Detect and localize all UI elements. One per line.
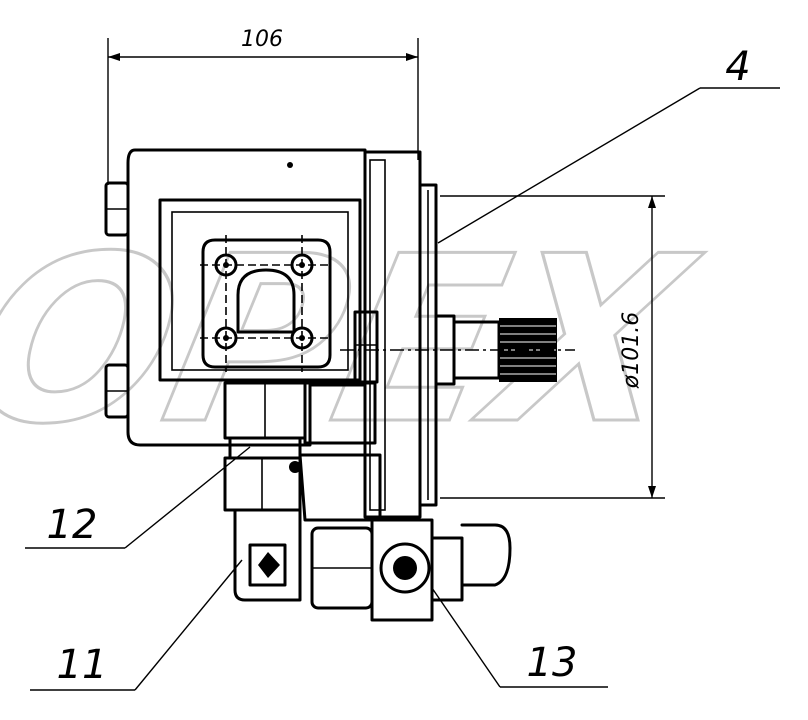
callout-4-label: 4 [725,44,750,90]
drive-shaft [340,314,575,386]
callout-12-label: 12 [47,502,98,548]
width-dimension: 106 [107,27,419,185]
diameter-dimension: ø101.6 [440,195,665,499]
callout-13-label: 13 [527,640,578,686]
callout-12: 12 [25,446,251,549]
callout-11: 11 [30,559,243,691]
callout-11-label: 11 [57,642,108,688]
four-bolt-plate [200,235,332,372]
callout-13: 13 [431,587,608,688]
diameter-dimension-label: ø101.6 [619,312,644,389]
watermark: OPEX [0,205,716,476]
width-dimension-label: 106 [241,27,283,52]
watermark-text: OPEX [0,206,715,474]
valve-13 [310,518,512,622]
fitting-11 [233,508,302,602]
callout-4: 4 [437,44,780,244]
pump-body [104,148,438,519]
